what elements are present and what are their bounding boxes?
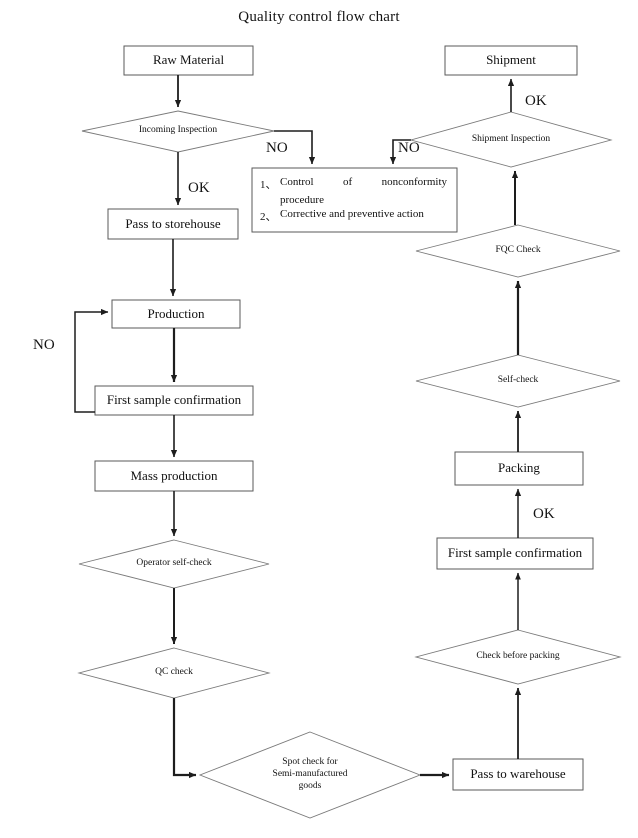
edge-label-incoming-ok: OK xyxy=(188,180,210,196)
note-item-1: 1、 Control of nonconformity xyxy=(260,176,447,192)
node-fqc-check xyxy=(415,224,621,278)
node-first-sample-left xyxy=(94,385,254,416)
edge-label-shipment-ok: OK xyxy=(525,93,547,109)
edge-label-incoming-no: NO xyxy=(266,140,288,156)
note-item-1-text: Control of nonconformity xyxy=(280,176,447,188)
node-qc-check xyxy=(77,647,271,699)
edge-label-packing-ok: OK xyxy=(533,506,555,522)
note-item-2-number: 2、 xyxy=(260,211,277,223)
node-incoming-inspection xyxy=(81,110,275,153)
node-self-check xyxy=(415,354,621,408)
edge-label-first-sample-no: NO xyxy=(33,337,55,353)
edge-label-shipment-no: NO xyxy=(398,140,420,156)
node-production xyxy=(111,299,241,329)
note-item-2-text: Corrective and preventive action xyxy=(280,208,424,220)
nonconformity-note-box: 1、 Control of nonconformity procedure 2、… xyxy=(252,168,457,232)
edge-incoming-no xyxy=(274,130,316,165)
edge-firstsample-no-loop xyxy=(74,308,109,413)
node-shipment-inspection xyxy=(409,111,613,168)
node-first-sample-right xyxy=(436,537,594,570)
node-check-before-packing xyxy=(414,629,622,685)
edge-shipment-no xyxy=(389,139,411,165)
node-operator-self-check xyxy=(78,539,270,589)
page-title: Quality control flow chart xyxy=(238,9,400,25)
node-raw-material xyxy=(123,45,254,76)
node-mass-production xyxy=(94,460,254,492)
note-item-2: 2、 Corrective and preventive action xyxy=(260,208,447,224)
node-pass-to-warehouse xyxy=(452,758,584,791)
edge-qc-to-spotcheck xyxy=(172,698,197,779)
node-pass-to-storehouse xyxy=(107,208,239,240)
node-packing xyxy=(454,451,584,486)
node-shipment xyxy=(444,45,578,76)
note-item-1-number: 1、 xyxy=(260,179,277,191)
note-box-outline xyxy=(251,167,458,233)
note-item-1-continuation: procedure xyxy=(280,194,324,206)
node-spot-check xyxy=(198,731,422,819)
